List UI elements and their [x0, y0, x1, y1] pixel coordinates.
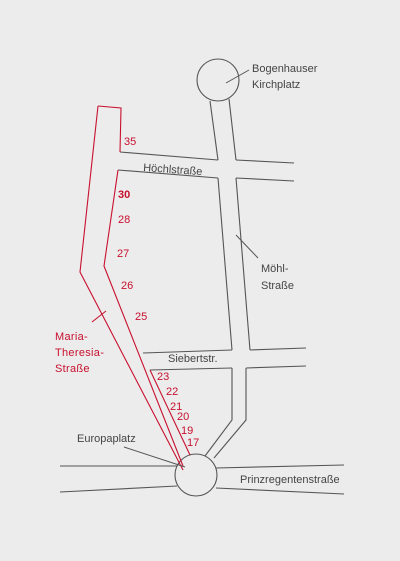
house-number: 30: [118, 189, 130, 201]
siebertstrasse-top: [142, 349, 233, 354]
house-number: 28: [118, 214, 130, 226]
block-east-edge: [217, 177, 233, 351]
prinzregentenstrasse-label: Prinzregentenstraße: [240, 474, 340, 486]
house-number: 21: [170, 401, 182, 413]
maria-theresia-west-edge: [97, 105, 184, 467]
bogenhauser-kirchplatz-label-2: Kirchplatz: [252, 79, 300, 91]
house-number: 20: [177, 411, 189, 423]
maria-theresia-leader: [91, 310, 107, 323]
house-number: 35: [124, 136, 136, 148]
house-number: 23: [157, 371, 169, 383]
house-number: 25: [135, 311, 147, 323]
maria-theresia-label-2: Theresia-: [55, 347, 104, 359]
siebertstrasse-bottom-east: [245, 365, 307, 369]
europaplatz-leader: [123, 446, 186, 468]
lower-moehl-west: [204, 368, 233, 457]
house-number: 19: [181, 425, 193, 437]
kirchplatz-road-right: [228, 98, 237, 161]
siebertstrasse-top-east: [249, 347, 307, 351]
label-leaders: [123, 69, 259, 468]
hoechlstrasse-bottom-left: [117, 169, 219, 179]
hoechlstrasse-bottom-right: [235, 177, 295, 182]
moehlstrasse-label-1: Möhl-: [261, 263, 289, 275]
lower-moehl-east: [213, 368, 247, 459]
maria-theresia-strasse-route: [79, 105, 191, 471]
europaplatz-circle: [174, 453, 218, 497]
house-number: 22: [166, 386, 178, 398]
moehlstrasse-label-2: Straße: [261, 280, 294, 292]
hoechlstrasse-top-left: [119, 151, 219, 161]
hoechlstrasse-label: Höchlstraße: [143, 162, 203, 178]
maria-theresia-label-3: Straße: [55, 363, 90, 375]
prinzregenten-west-bottom: [59, 485, 178, 493]
house-number: 26: [121, 280, 133, 292]
house-numbers: 35 30 28 27 26 25 23 22 21 20 19 17: [117, 136, 199, 449]
bogenhauser-leader: [225, 69, 250, 84]
moehl-leader: [235, 234, 259, 259]
maria-theresia-label-1: Maria-: [55, 331, 88, 343]
street-network: [59, 58, 345, 497]
maria-theresia-outer-edge: [79, 105, 184, 471]
house-number: 27: [117, 248, 129, 260]
house-number: 17: [187, 437, 199, 449]
europaplatz-label: Europaplatz: [77, 433, 136, 445]
maria-theresia-lower-edge: [149, 369, 191, 456]
hoechlstrasse-top-right: [235, 159, 295, 164]
siebertstrasse-bottom: [149, 367, 233, 371]
siebertstrasse-label: Siebertstr.: [168, 353, 218, 365]
moehlstrasse-east-edge: [235, 177, 251, 351]
kirchplatz-road-left: [209, 100, 219, 161]
prinzregenten-east-bottom: [215, 487, 345, 495]
bogenhauser-kirchplatz-label-1: Bogenhauser: [252, 63, 318, 75]
bogenhauser-kirchplatz-circle: [196, 58, 240, 102]
prinzregenten-east-top: [215, 464, 345, 469]
